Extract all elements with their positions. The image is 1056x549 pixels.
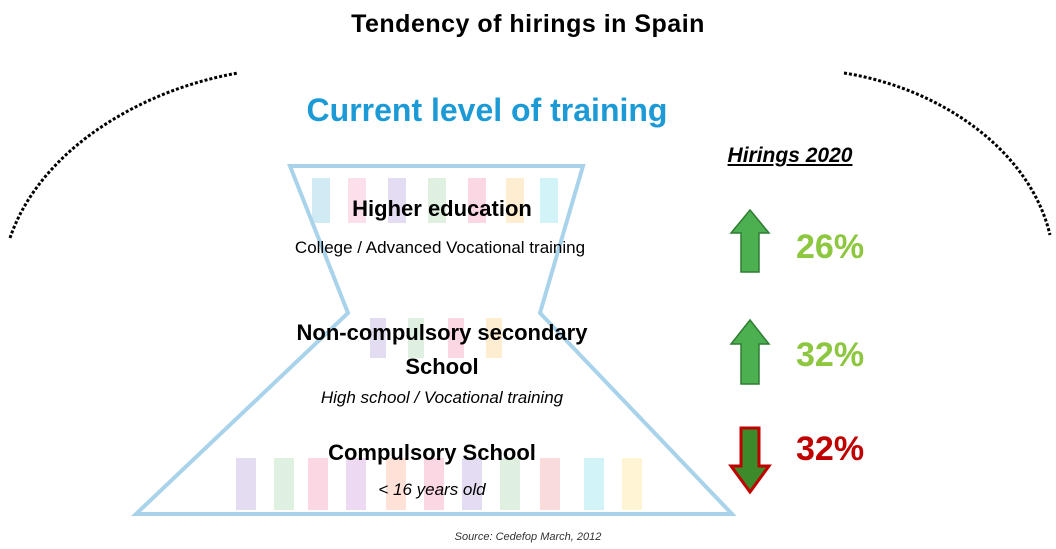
source-note: Source: Cedefop March, 2012	[454, 531, 602, 543]
column-header: Hirings 2020	[727, 144, 853, 167]
people-silhouettes-middle	[370, 318, 502, 358]
dashed-arc-right	[843, 71, 1052, 236]
people-silhouettes-bottom	[236, 458, 642, 510]
up-arrow-icon-1	[729, 208, 771, 273]
people-silhouettes-top	[312, 178, 558, 223]
dashed-arc-left	[8, 71, 239, 239]
level-desc-higher-education: College / Advanced Vocational training	[294, 238, 586, 257]
hourglass-outline	[130, 164, 737, 516]
up-arrow-icon-2	[729, 318, 771, 385]
level-name-compulsory: Compulsory School	[328, 440, 536, 465]
pct-compulsory: 32%	[796, 430, 865, 468]
pct-non-compulsory: 32%	[796, 336, 865, 374]
level-name-higher-education: Higher education	[352, 196, 532, 221]
level-name-non-compulsory: Non-compulsory secondary School	[296, 320, 588, 379]
section-subtitle: Current level of training	[306, 92, 668, 128]
page-title: Tendency of hirings in Spain	[351, 10, 705, 38]
pct-higher-education: 26%	[796, 228, 865, 266]
down-arrow-icon	[728, 426, 772, 495]
level-desc-compulsory: < 16 years old	[378, 480, 486, 499]
level-desc-non-compulsory: High school / Vocational training	[320, 388, 564, 407]
